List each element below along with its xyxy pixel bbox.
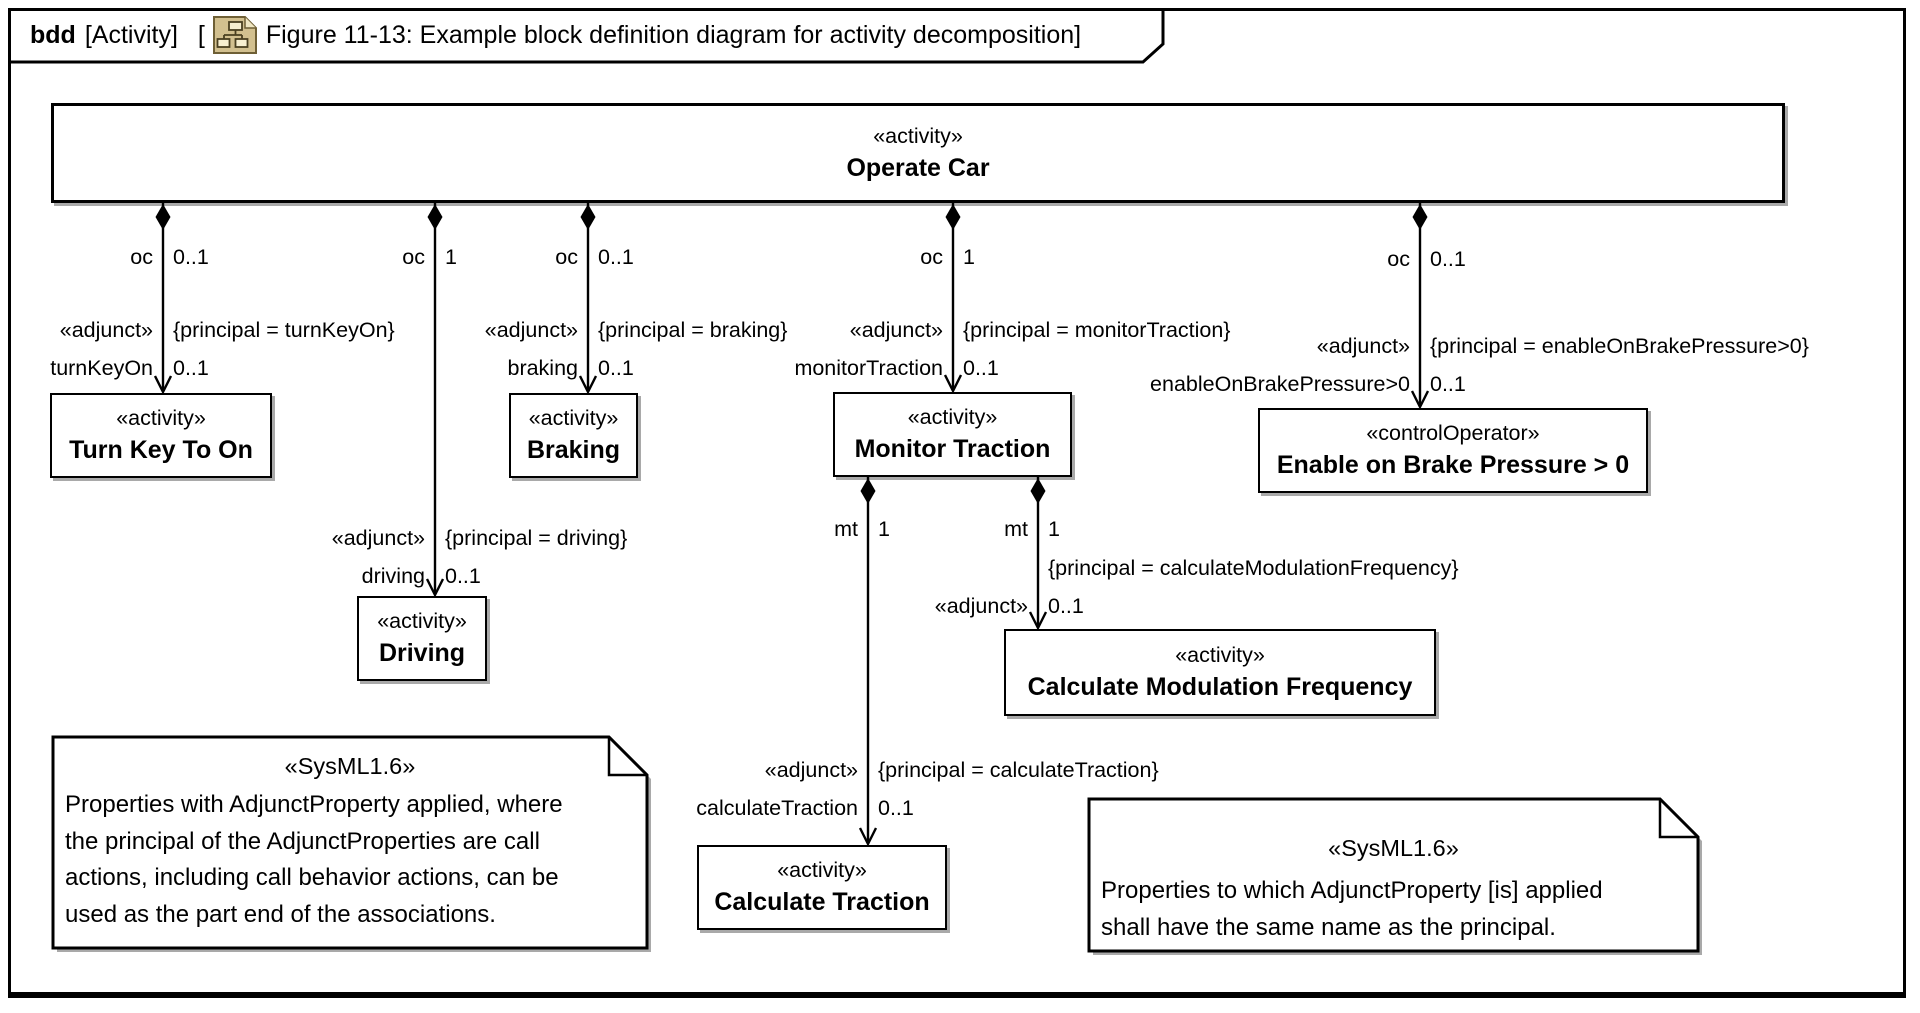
node-braking: «activity» Braking xyxy=(509,393,638,478)
note-body: Properties with AdjunctProperty applied,… xyxy=(65,791,563,928)
edge-constraint-label: {principal = calculateModulationFrequenc… xyxy=(1048,556,1459,580)
node-name: Enable on Brake Pressure > 0 xyxy=(1276,451,1630,479)
note-fold-corner xyxy=(607,737,647,777)
edge-role-label: mt xyxy=(1004,517,1028,541)
edge-endmult-label: 0..1 xyxy=(878,796,914,820)
node-name: Driving xyxy=(378,639,466,667)
note-body: Properties to which AdjunctProperty [is]… xyxy=(1101,877,1603,941)
edge-role-label: mt xyxy=(834,517,858,541)
node-stereotype: «activity» xyxy=(873,123,963,148)
edge-endmult-label: 0..1 xyxy=(1430,372,1466,396)
note-sysml-same-name-principal: «SysML1.6» Properties to which AdjunctPr… xyxy=(1087,797,1702,955)
note-fold-corner xyxy=(1658,799,1698,839)
edge-stereotype-label: «adjunct» xyxy=(484,318,578,342)
node-driving: «activity» Driving xyxy=(357,596,487,681)
edge-stereotype-label: «adjunct» xyxy=(849,318,943,342)
edge-role-label: oc xyxy=(555,245,578,269)
edge-role-label: oc xyxy=(402,245,425,269)
note-sysml-adjunct-call-actions: «SysML1.6» Properties with AdjunctProper… xyxy=(51,735,651,952)
edge-constraint-label: {principal = braking} xyxy=(598,318,788,342)
edge-endname-label: turnKeyOn xyxy=(50,356,153,380)
edge-endname-label: calculateTraction xyxy=(696,796,858,820)
note-stereotype: «SysML1.6» xyxy=(1328,835,1459,861)
open-bracket: [ xyxy=(197,20,205,49)
diagram-context-label: [Activity] xyxy=(84,20,178,49)
edge-constraint-label: {principal = monitorTraction} xyxy=(963,318,1231,342)
diagram-kind-label: bdd xyxy=(30,20,76,49)
node-stereotype: «activity» xyxy=(907,405,998,429)
edge-endmult-label: 0..1 xyxy=(445,564,481,588)
node-stereotype: «activity» xyxy=(528,406,619,430)
node-enable-on-brake-pressure: «controlOperator» Enable on Brake Pressu… xyxy=(1258,408,1648,493)
diagram-title-tab xyxy=(8,8,1165,64)
node-name: Monitor Traction xyxy=(854,435,1051,463)
node-stereotype: «activity» xyxy=(377,609,467,633)
edge-endname-label: monitorTraction xyxy=(794,356,943,380)
edge-role-label: oc xyxy=(1387,247,1410,271)
edge-role-label: oc xyxy=(920,245,943,269)
node-calculate-traction: «activity» Calculate Traction xyxy=(697,845,947,930)
edge-stereotype-label: «adjunct» xyxy=(934,594,1028,618)
edge-mult-label: 1 xyxy=(963,245,975,269)
edge-mult-label: 0..1 xyxy=(598,245,634,269)
diagram-title: Figure 11-13: Example block definition d… xyxy=(265,20,1082,49)
edge-mult-label: 1 xyxy=(1048,517,1060,541)
note-shape xyxy=(1087,797,1702,955)
node-stereotype: «controlOperator» xyxy=(1366,421,1540,445)
node-stereotype: «activity» xyxy=(1175,643,1265,667)
edge-endmult-label: 0..1 xyxy=(173,356,209,380)
edge-stereotype-label: «adjunct» xyxy=(59,318,153,342)
edge-endmult-label: 0..1 xyxy=(963,356,999,380)
edge-mult-label: 1 xyxy=(445,245,457,269)
node-name: Operate Car xyxy=(846,153,990,182)
node-operate-car: «activity» Operate Car xyxy=(51,103,1785,203)
node-name: Braking xyxy=(526,436,621,464)
diagram-hierarchy-icon xyxy=(212,16,257,54)
node-calculate-modulation-frequency: «activity» Calculate Modulation Frequenc… xyxy=(1004,629,1436,716)
edge-mult-label: 0..1 xyxy=(1430,247,1466,271)
edge-endname-label: braking xyxy=(507,356,578,380)
edge-role-label: oc xyxy=(130,245,153,269)
edge-constraint-label: {principal = calculateTraction} xyxy=(878,758,1159,782)
node-stereotype: «activity» xyxy=(777,858,867,882)
edge-stereotype-label: «adjunct» xyxy=(1316,334,1410,358)
edge-mult-label: 1 xyxy=(878,517,890,541)
node-name: Calculate Modulation Frequency xyxy=(1027,673,1413,701)
node-monitor-traction: «activity» Monitor Traction xyxy=(833,392,1072,477)
node-stereotype: «activity» xyxy=(116,406,206,430)
node-turn-key-to-on: «activity» Turn Key To On xyxy=(50,393,272,478)
edge-endname-label: driving xyxy=(361,564,425,588)
edge-constraint-label: {principal = driving} xyxy=(445,526,628,550)
edge-stereotype-label: «adjunct» xyxy=(331,526,425,550)
edge-constraint-label: {principal = turnKeyOn} xyxy=(173,318,395,342)
note-stereotype: «SysML1.6» xyxy=(284,753,416,779)
note-shape xyxy=(51,735,651,952)
node-name: Calculate Traction xyxy=(714,888,930,916)
edge-endname-label: enableOnBrakePressure>0 xyxy=(1150,372,1410,396)
edge-mult-label: 0..1 xyxy=(173,245,209,269)
node-name: Turn Key To On xyxy=(69,436,253,464)
edge-endmult-label: 0..1 xyxy=(598,356,634,380)
edge-stereotype-label: «adjunct» xyxy=(764,758,858,782)
edge-endmult-label: 0..1 xyxy=(1048,594,1084,618)
edge-constraint-label: {principal = enableOnBrakePressure>0} xyxy=(1430,334,1809,358)
diagram-header: bdd [Activity] [ Figure 11-13: Example b… xyxy=(30,16,1082,54)
